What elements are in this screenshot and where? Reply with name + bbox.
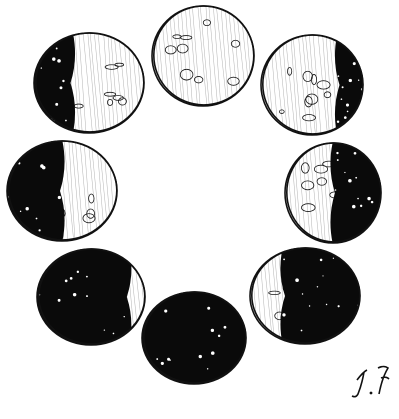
moon-new xyxy=(139,290,251,386)
moon-waning-gibbous xyxy=(261,33,371,137)
moon-waxing-crescent xyxy=(34,247,152,347)
artist-signature xyxy=(352,367,389,397)
moon-first-quarter xyxy=(4,139,126,243)
moon-last-quarter xyxy=(285,141,386,245)
moon-full xyxy=(152,6,262,106)
moon-ring xyxy=(4,6,386,386)
moon-waxing-gibbous xyxy=(31,31,152,135)
moon-waning-crescent xyxy=(250,246,368,346)
